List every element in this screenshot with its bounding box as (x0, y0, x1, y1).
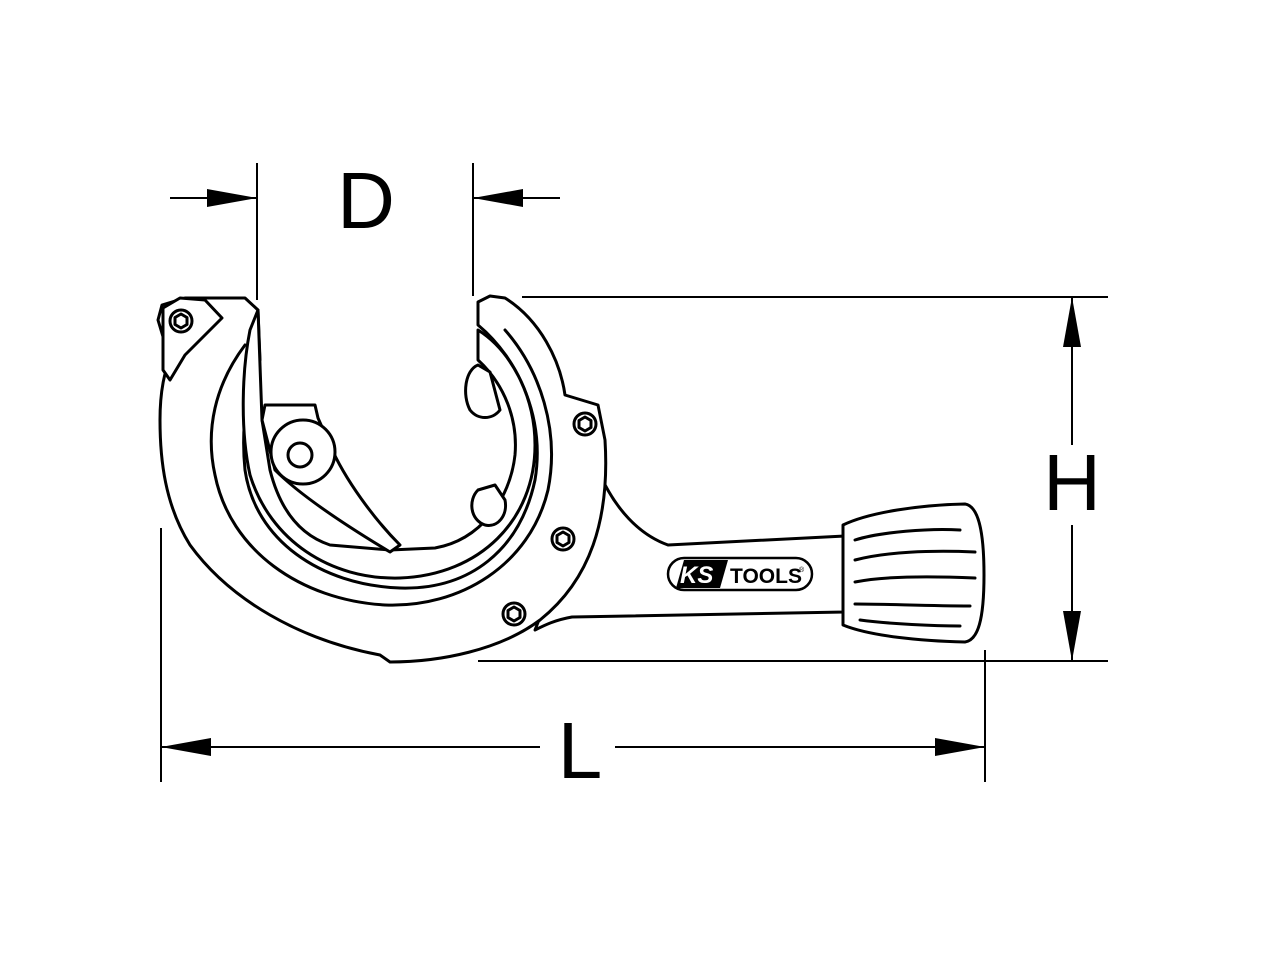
cutter-wheel (269, 418, 337, 486)
logo-ks-text: KS (680, 562, 713, 589)
roller-bottom (470, 483, 508, 527)
inner-jaw (241, 308, 537, 580)
screw-middle-right (550, 526, 576, 552)
knob-groove-3 (853, 575, 977, 584)
cutter-wheel-hub (286, 441, 314, 469)
l-arrow-right (935, 738, 985, 756)
adjustment-knob (841, 502, 986, 644)
logo-ks-badge (676, 560, 728, 588)
pipe-cutter: KS TOOLS ® (156, 294, 986, 664)
knob-groove-2 (853, 549, 977, 562)
dimension-h: H (478, 296, 1108, 662)
ks-tools-logo: KS TOOLS ® (666, 556, 814, 592)
screw-lower-right (501, 601, 527, 627)
screw-upper-right (572, 411, 598, 437)
screw-top-left (168, 308, 194, 334)
dimension-l: L (160, 528, 986, 795)
roller-top (464, 363, 502, 419)
h-arrow-bottom (1063, 611, 1081, 661)
l-arrow-left (161, 738, 211, 756)
h-label: H (1043, 438, 1101, 527)
dimension-d: D (170, 156, 560, 300)
d-label: D (337, 156, 395, 245)
l-label: L (558, 706, 603, 795)
d-arrow-left (207, 189, 257, 207)
frame-outer (156, 294, 608, 664)
h-arrow-top (1063, 297, 1081, 347)
logo-tools-text: TOOLS (730, 565, 802, 588)
logo-registered-mark: ® (799, 566, 805, 574)
knob-groove-4 (853, 602, 972, 608)
knob-groove-1 (853, 527, 962, 542)
knob-groove-5 (858, 618, 962, 628)
d-arrow-right (473, 189, 523, 207)
frame-inner-ring (209, 328, 553, 607)
